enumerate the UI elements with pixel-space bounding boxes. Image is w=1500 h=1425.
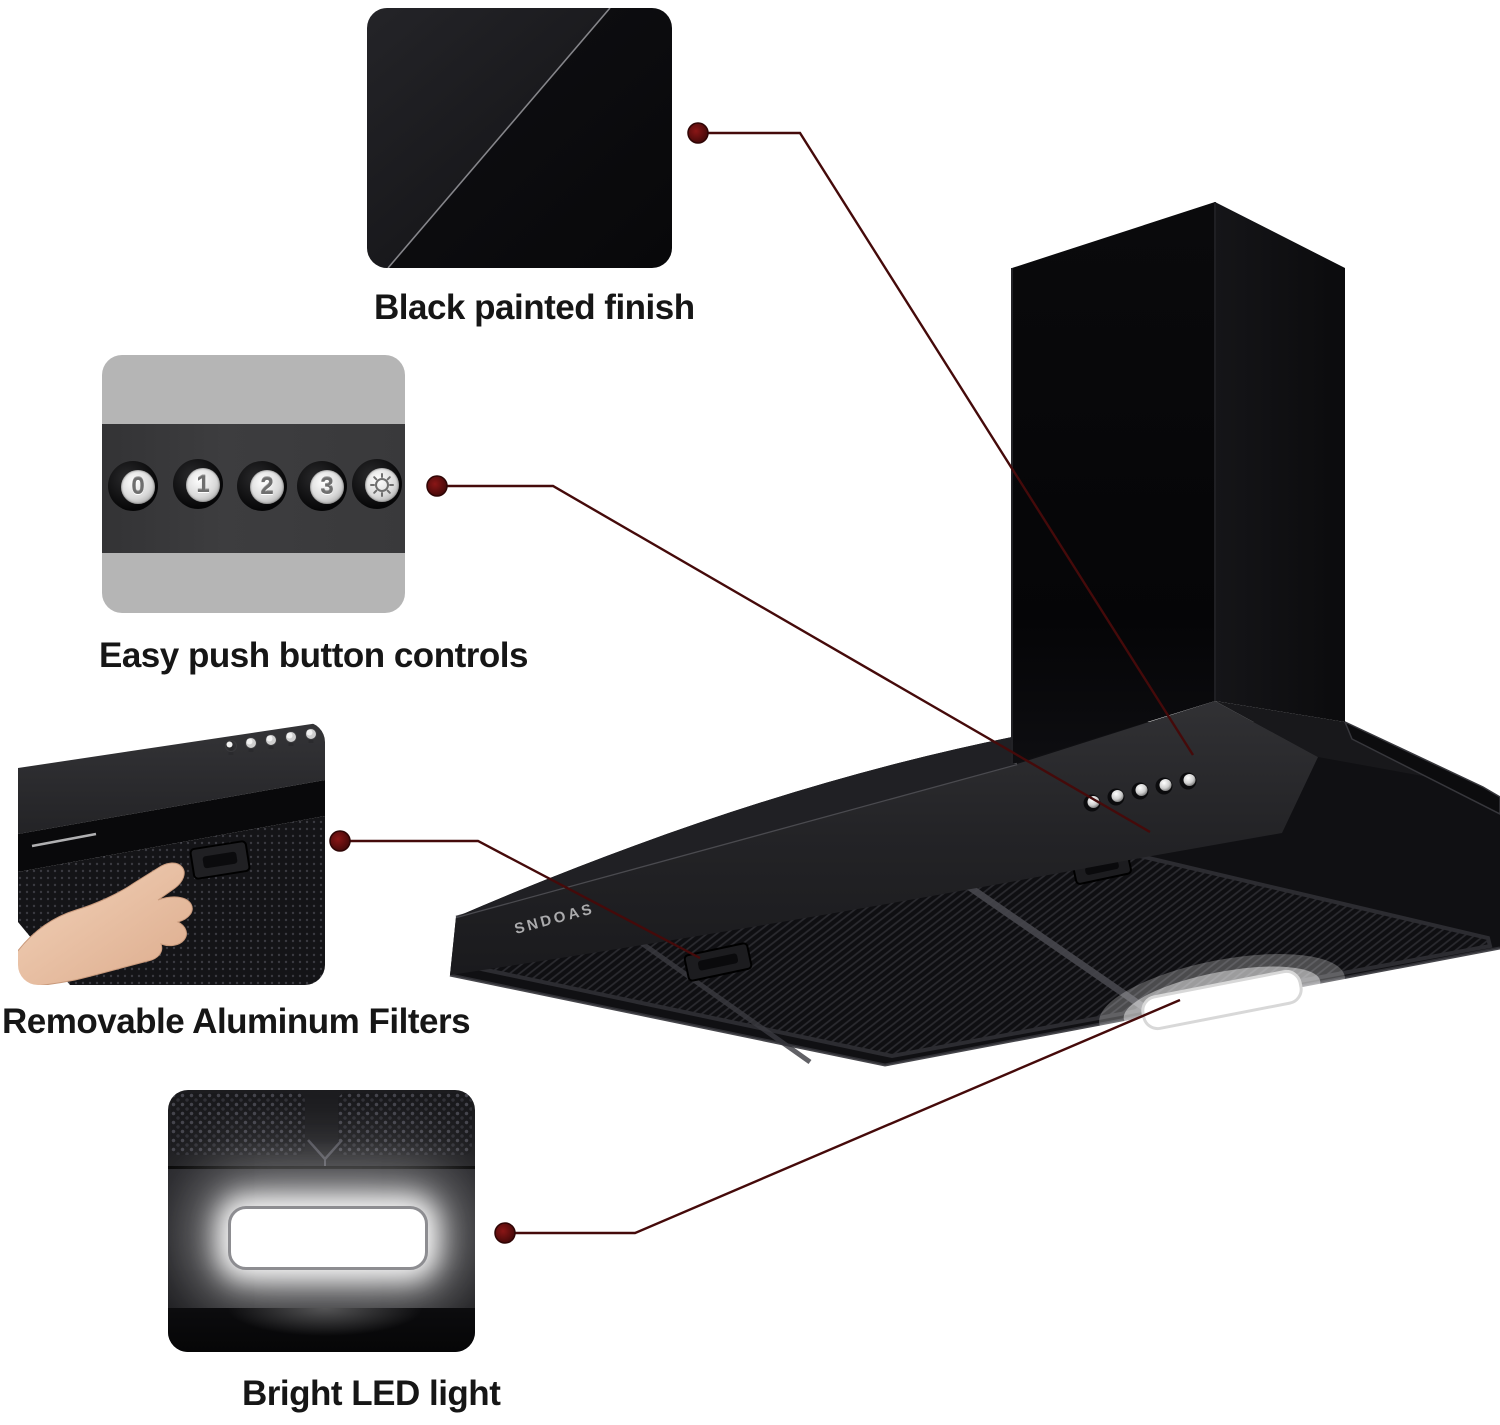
filter-rail <box>638 939 812 1065</box>
filter-rail <box>966 883 1154 1016</box>
button-digit: 3 <box>320 473 334 500</box>
panel-edge-line <box>168 1166 475 1169</box>
gloss-reflection <box>31 832 97 848</box>
light-bulb-icon <box>370 473 394 497</box>
button-digit: 1 <box>196 471 210 498</box>
inset-led-light <box>168 1090 475 1352</box>
hood-gloss-band <box>18 780 325 872</box>
hood-bottom-band <box>168 1308 475 1352</box>
hood-control-buttons <box>1083 772 1197 812</box>
chimney-right-face <box>1215 202 1345 722</box>
feature-label-filters: Removable Aluminum Filters <box>2 1002 471 1041</box>
inset-push-buttons: 0 1 2 3 <box>102 355 405 613</box>
led-lamp <box>228 1206 428 1270</box>
leader-lines <box>340 131 1195 1235</box>
speed-button-0: 0 <box>108 461 158 511</box>
leader-dot-finish <box>687 122 709 144</box>
canopy-front-band <box>450 701 1318 975</box>
canopy-top-face <box>456 737 1017 917</box>
speed-button-2: 2 <box>237 461 287 511</box>
leader-dot-filters <box>329 830 351 852</box>
speed-button-3: 3 <box>297 461 347 511</box>
button-digit: 2 <box>260 473 274 500</box>
hood-top-band <box>18 722 325 834</box>
feature-label-controls: Easy push button controls <box>99 636 528 675</box>
filter-latch-pressed <box>189 840 251 880</box>
leader-line-led <box>505 998 1181 1235</box>
panel-seam-line <box>387 8 611 268</box>
hand <box>18 862 193 985</box>
canopy-back-lip <box>1343 720 1500 815</box>
leader-dot-controls <box>426 475 448 497</box>
leader-dot-led <box>494 1222 516 1244</box>
leader-line-filters <box>340 839 701 960</box>
inset-black-finish <box>367 8 672 268</box>
mesh-panel-right <box>338 1093 472 1155</box>
feature-label-finish: Black painted finish <box>374 288 695 327</box>
black-finish-detail <box>367 8 672 268</box>
mesh-panel-left <box>171 1093 305 1155</box>
hood-button-studs <box>225 728 317 755</box>
leader-line-finish <box>698 131 1195 756</box>
inset-removable-filters <box>18 722 325 985</box>
hood-led-light <box>1099 954 1345 1046</box>
button-digit: 0 <box>131 473 145 500</box>
leader-dots <box>329 122 709 1244</box>
leader-line-controls <box>437 484 1151 834</box>
filter-latch <box>683 942 753 982</box>
feature-label-led: Bright LED light <box>242 1374 501 1413</box>
light-button <box>352 459 402 509</box>
filter-detail <box>18 722 325 985</box>
speed-button-1: 1 <box>173 459 223 509</box>
chimney-front-face <box>1012 202 1215 764</box>
